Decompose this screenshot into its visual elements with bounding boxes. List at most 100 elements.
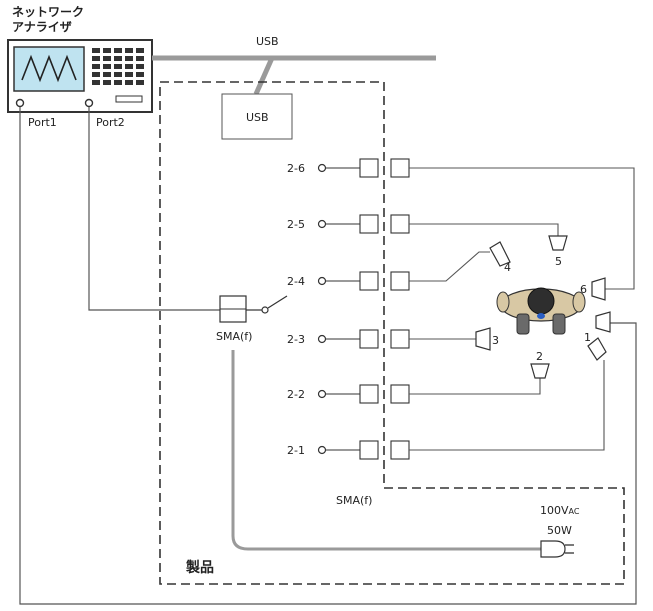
antenna-port1 xyxy=(595,311,611,333)
inner-connector xyxy=(359,158,379,178)
port-label: 2-2 xyxy=(287,388,305,401)
port-terminal xyxy=(317,163,327,173)
power-voltage-label: 100VAC xyxy=(540,504,580,517)
analyzer-screen xyxy=(13,46,85,92)
keypad-key xyxy=(114,72,122,77)
product-outline xyxy=(159,81,625,585)
cable-2-4 xyxy=(409,251,490,282)
switch-arm xyxy=(267,295,288,309)
outer-connector xyxy=(390,158,410,178)
power-voltage: 100V xyxy=(540,504,569,517)
keypad-key xyxy=(103,56,111,61)
antenna-label-1: 1 xyxy=(584,331,591,344)
antenna-6 xyxy=(591,277,606,301)
antenna-1 xyxy=(587,337,607,361)
analyzer-slot xyxy=(115,95,143,103)
switch-pivot xyxy=(261,306,269,314)
keypad-key xyxy=(136,80,144,85)
usb-box xyxy=(221,93,293,140)
port-terminal xyxy=(317,276,327,286)
keypad-key xyxy=(114,64,122,69)
keypad-key xyxy=(103,64,111,69)
person-icon xyxy=(496,287,586,335)
product-label: 製品 xyxy=(185,559,214,576)
switch-connector-label: SMA(f) xyxy=(216,330,252,343)
keypad-key xyxy=(136,64,144,69)
port-label: 2-3 xyxy=(287,333,305,346)
port1-connector xyxy=(15,98,25,108)
port-terminal xyxy=(317,445,327,455)
network-analyzer: ネットワーク アナライザ Port1 Port2 xyxy=(7,5,153,129)
usb-bus-drop xyxy=(253,56,275,96)
cable-2-5 xyxy=(409,223,559,236)
port-row-2-6: 2-6 xyxy=(287,158,410,178)
keypad-key xyxy=(114,48,122,53)
port-row-2-3: 2-3 xyxy=(287,329,410,349)
keypad-key xyxy=(136,48,144,53)
port-label: 2-4 xyxy=(287,275,305,288)
inner-connector xyxy=(359,440,379,460)
outer-connector xyxy=(390,271,410,291)
port-terminal xyxy=(317,334,327,344)
port-row-2-5: 2-5 xyxy=(287,214,410,234)
port-terminal xyxy=(317,219,327,229)
port-row-2-4: 2-4 xyxy=(287,271,410,291)
keypad-key xyxy=(125,80,133,85)
port-row-2-1: 2-1 xyxy=(287,440,410,460)
cable-2-1 xyxy=(409,360,605,451)
panel-connector-label: SMA(f) xyxy=(336,494,372,507)
power-wattage-label: 50W xyxy=(547,524,572,537)
keypad-key xyxy=(114,80,122,85)
keypad-key xyxy=(125,56,133,61)
antenna-4 xyxy=(489,241,511,267)
usb-bus-label: USB xyxy=(256,35,279,48)
port2-label: Port2 xyxy=(96,116,125,129)
keypad-key xyxy=(92,80,100,85)
analyzer-keypad xyxy=(92,48,144,85)
port2-connector xyxy=(84,98,94,108)
outer-connector xyxy=(390,440,410,460)
keypad-key xyxy=(92,56,100,61)
antenna-3 xyxy=(475,327,491,351)
analyzer-waveform xyxy=(21,54,77,83)
port-rows: 2-6 2-5 2-4 2-3 2-2 2-1 xyxy=(287,158,410,460)
power-plug-icon xyxy=(540,540,566,558)
keypad-key xyxy=(136,56,144,61)
power-cable xyxy=(231,350,541,551)
analyzer-title-line1: ネットワーク xyxy=(12,5,84,19)
power-voltage-sub: AC xyxy=(569,507,580,516)
keypad-key xyxy=(125,72,133,77)
keypad-key xyxy=(125,64,133,69)
antenna-2 xyxy=(530,363,550,379)
inner-connector xyxy=(359,271,379,291)
analyzer-title-line2: アナライザ xyxy=(12,20,72,34)
outer-connector xyxy=(390,384,410,404)
port-label: 2-1 xyxy=(287,444,305,457)
keypad-key xyxy=(136,72,144,77)
inner-connector xyxy=(359,214,379,234)
antenna-label-2: 2 xyxy=(536,350,543,363)
outer-connector xyxy=(390,214,410,234)
cable-2-2 xyxy=(409,378,541,395)
antenna-label-3: 3 xyxy=(492,334,499,347)
inner-connector xyxy=(359,329,379,349)
keypad-key xyxy=(103,72,111,77)
cable-2-6 xyxy=(409,167,635,290)
port2-cable xyxy=(88,107,220,311)
antenna-5 xyxy=(548,235,568,251)
keypad-key xyxy=(92,72,100,77)
usb-box-label: USB xyxy=(246,111,269,124)
antenna-label-6: 6 xyxy=(580,283,587,296)
port1-label: Port1 xyxy=(28,116,57,129)
inner-connector xyxy=(359,384,379,404)
port1-cable xyxy=(19,107,637,605)
port-label: 2-6 xyxy=(287,162,305,175)
port-row-2-2: 2-2 xyxy=(287,384,410,404)
keypad-key xyxy=(92,48,100,53)
keypad-key xyxy=(103,80,111,85)
outer-connector xyxy=(390,329,410,349)
antenna-label-4: 4 xyxy=(504,261,511,274)
keypad-key xyxy=(125,48,133,53)
port-terminal xyxy=(317,389,327,399)
